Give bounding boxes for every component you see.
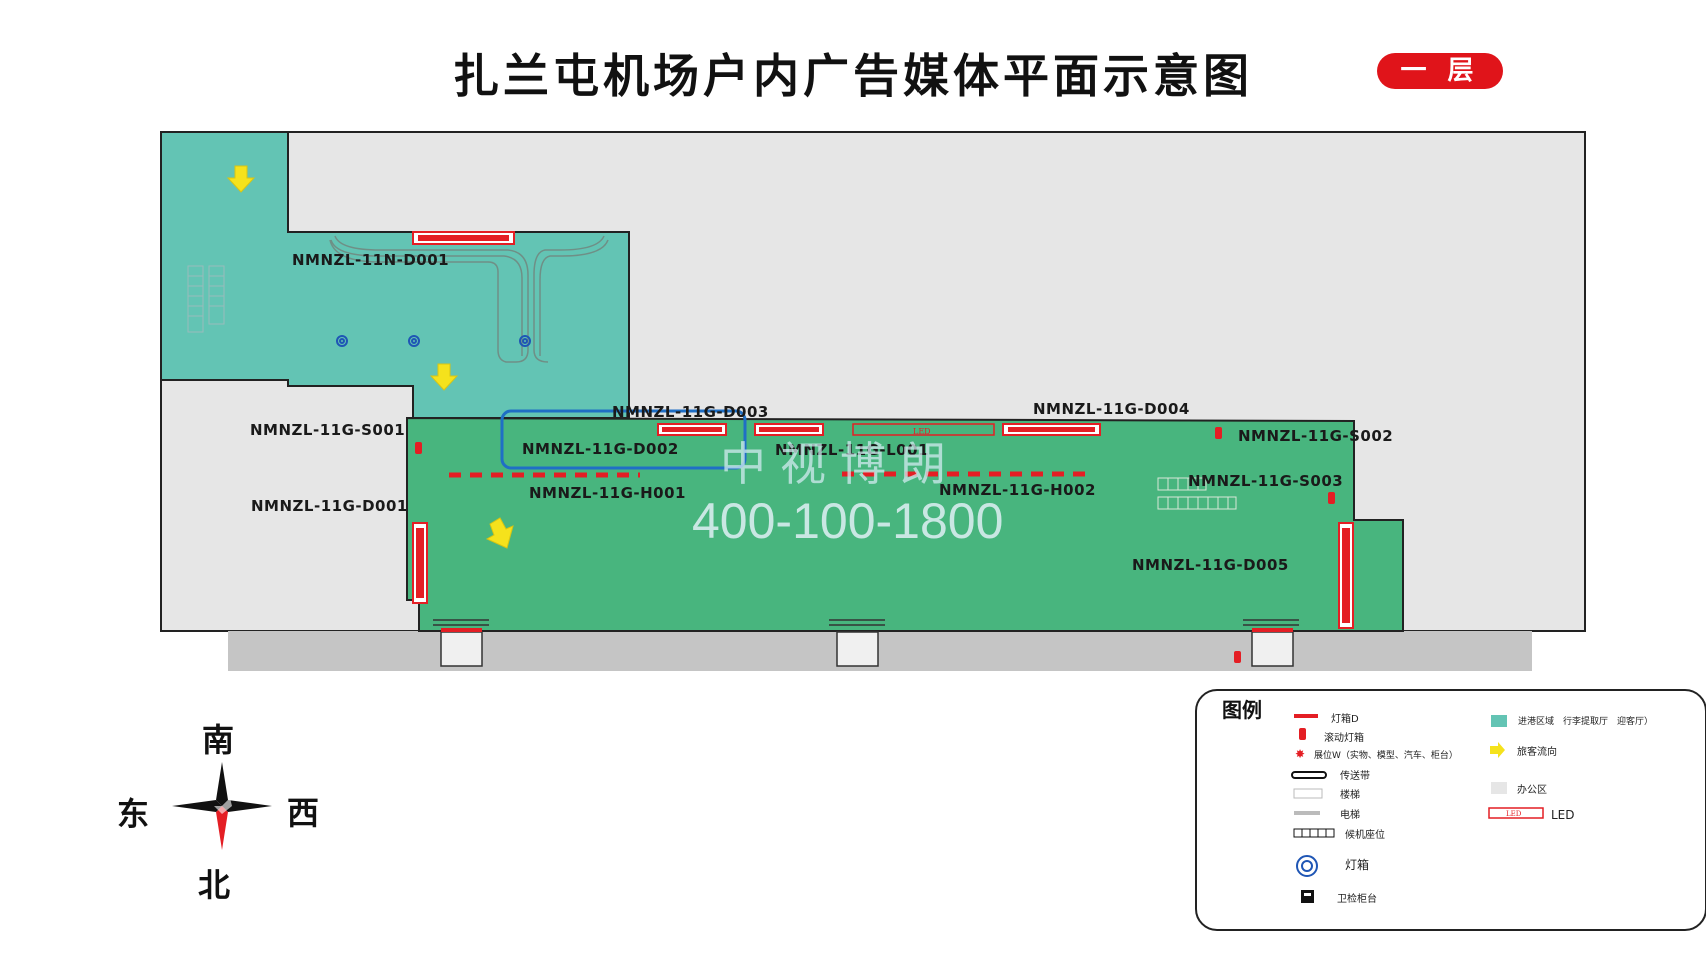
entrance-door-icon — [433, 619, 1299, 667]
legend-scroll-lightbox-icon — [1299, 728, 1306, 740]
legend-title: 图例 — [1222, 698, 1262, 722]
legend-conveyor-label: 传送带 — [1340, 771, 1370, 782]
legend-led-label: LED — [1551, 808, 1575, 822]
media-code-s003: NMNZL-11G-S003 — [1188, 472, 1344, 490]
legend-security-counter-icon — [1301, 890, 1314, 903]
map-title: 扎兰屯机场户内广告媒体平面示意图 — [453, 49, 1253, 103]
hanging-banner — [449, 471, 1091, 478]
lightbox-d-vertical — [412, 522, 1354, 629]
scroll-lightbox-icon — [415, 427, 1335, 663]
media-code-d001: NMNZL-11G-D001 — [251, 497, 408, 515]
lightbox-d-horizontal — [412, 231, 1101, 436]
legend-arrival-area-label: 进港区域 行李提取厅 迎客厅） — [1518, 717, 1654, 727]
apron-strip — [228, 631, 1532, 671]
compass-rose-icon — [172, 762, 272, 850]
legend-lightbox-d-label: 灯箱D — [1331, 714, 1359, 725]
passenger-flow-arrow-icon — [226, 165, 514, 549]
media-code-s002: NMNZL-11G-S002 — [1238, 427, 1394, 445]
legend-led-mark: LED — [1506, 810, 1522, 818]
legend-conveyor-icon — [1291, 771, 1327, 779]
compass-south: 南 — [202, 721, 235, 759]
watermark-name: 中视博朗 — [720, 437, 960, 491]
legend-office-icon — [1491, 782, 1507, 794]
led-mark: LED — [913, 427, 931, 436]
watermark-phone: 400-100-1800 — [692, 493, 1004, 549]
legend-seating-label: 候机座位 — [1345, 830, 1385, 841]
legend-elevator-icon — [1294, 811, 1320, 815]
legend-security-counter-label: 卫检柜台 — [1337, 894, 1377, 905]
compass-north: 北 — [198, 866, 231, 904]
media-code-d003: NMNZL-11G-D003 — [612, 403, 769, 421]
legend-round-lightbox-label: 灯箱 — [1345, 858, 1370, 872]
round-lightbox-icon — [336, 335, 531, 347]
media-code-h001: NMNZL-11G-H001 — [529, 484, 686, 502]
media-code-h002: NMNZL-11G-H002 — [939, 481, 1096, 499]
legend-passenger-flow-label: 旅客流向 — [1517, 747, 1557, 758]
media-code-d002: NMNZL-11G-D002 — [522, 440, 679, 458]
media-code-l001: NMNZL-11G-L001 — [775, 441, 929, 459]
media-code-s001: NMNZL-11G-S001 — [250, 421, 406, 439]
compass-east: 东 — [117, 795, 150, 833]
legend-elevator-label: 电梯 — [1340, 810, 1360, 821]
entrance-lightbox — [441, 628, 1293, 632]
legend-office-label: 办公区 — [1517, 785, 1547, 796]
stairs-icon — [187, 265, 225, 333]
legend-lightbox-d-icon — [1294, 714, 1318, 718]
conveyor-belt — [329, 235, 609, 363]
legend-passenger-flow-icon — [1490, 742, 1505, 758]
floor-badge: 一 层 — [1377, 53, 1503, 89]
legend-scroll-lightbox-label: 滚动灯箱 — [1324, 733, 1364, 744]
legend-round-lightbox-icon — [1296, 855, 1318, 877]
legend-box — [1195, 689, 1706, 931]
legend-seating-icon — [1293, 828, 1335, 838]
media-code-d005: NMNZL-11G-D005 — [1132, 556, 1289, 574]
legend-exhibit-label: 展位W（实物、模型、汽车、柜台） — [1314, 751, 1458, 761]
legend-stairs-label: 楼梯 — [1340, 790, 1360, 801]
led-screen — [852, 423, 995, 436]
seating-icon — [1157, 477, 1237, 510]
legend-led-icon — [1488, 807, 1544, 819]
departure-hall — [406, 416, 1404, 632]
compass-west: 西 — [287, 794, 320, 832]
legend-arrival-area-icon — [1491, 715, 1507, 727]
legend-exhibit-icon: ✸ — [1295, 747, 1305, 761]
media-code-d004: NMNZL-11G-D004 — [1033, 400, 1190, 418]
highlight-box — [500, 409, 747, 470]
legend-symbols: ✸ LED — [1291, 714, 1544, 903]
media-code-n-d001: NMNZL-11N-D001 — [292, 251, 450, 269]
legend-stairs-icon — [1293, 788, 1323, 799]
